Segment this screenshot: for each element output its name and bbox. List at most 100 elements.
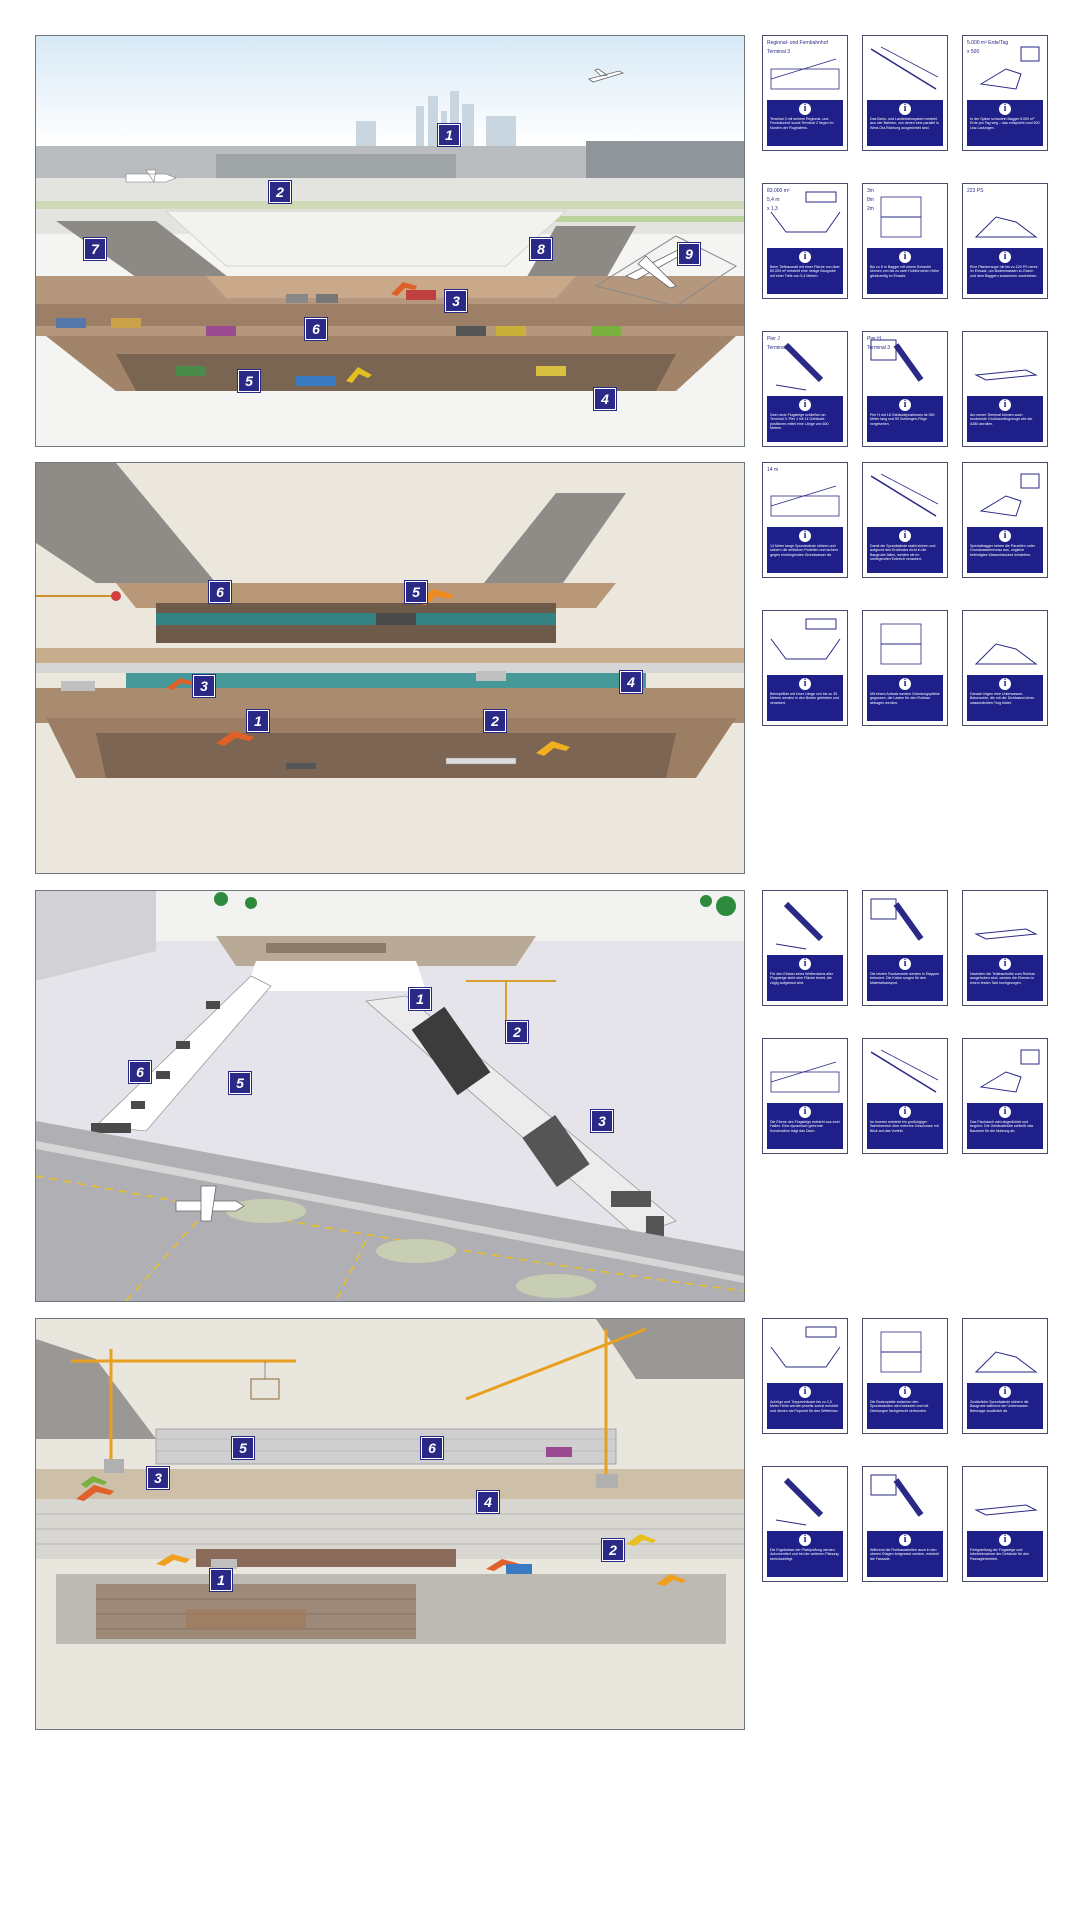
excavation-overview-scene xyxy=(36,36,744,446)
callout-badge[interactable]: 6 xyxy=(129,1061,151,1083)
pier-construction-scene xyxy=(36,891,744,1301)
callout-badge[interactable]: 2 xyxy=(484,710,506,732)
card-label: Terminal 3 xyxy=(867,345,891,351)
callout-badge[interactable]: 6 xyxy=(305,318,327,340)
info-icon: i xyxy=(899,678,911,690)
card-illustration xyxy=(770,618,841,660)
callout-badge[interactable]: 2 xyxy=(269,181,291,203)
callout-badge[interactable]: 2 xyxy=(506,1021,528,1043)
card-label: Pier J xyxy=(767,336,780,342)
callout-badge[interactable]: 6 xyxy=(209,581,231,603)
card-illustration xyxy=(870,1474,924,1517)
callout-badge[interactable]: 8 xyxy=(530,238,552,260)
callout-badge[interactable]: 9 xyxy=(678,243,700,265)
card-illustration xyxy=(979,1049,1040,1093)
info-text: Zusätzliche Spundwände sichern die Baugr… xyxy=(970,1400,1029,1413)
card-label: 14 m xyxy=(767,467,779,473)
info-text: Danach folgen eine Unterwasser-Betonsohl… xyxy=(970,692,1035,705)
callout-badge[interactable]: 5 xyxy=(232,1437,254,1459)
callout-badge[interactable]: 1 xyxy=(210,1569,232,1591)
card-label: Terminal 3 xyxy=(767,49,791,55)
card-label: Terminal 3 xyxy=(767,345,791,351)
info-icon: i xyxy=(999,251,1011,263)
callout-badge[interactable]: 2 xyxy=(602,1539,624,1561)
callout-badge[interactable]: 3 xyxy=(193,675,215,697)
callout-badge[interactable]: 5 xyxy=(229,1072,251,1094)
callout-badge[interactable]: 6 xyxy=(421,1437,443,1459)
info-icon: i xyxy=(799,1386,811,1398)
card-label: 8m xyxy=(867,197,874,203)
callout-badge[interactable]: 5 xyxy=(405,581,427,603)
callout-badge[interactable]: 3 xyxy=(591,1110,613,1132)
info-text: Die letzten Fundamente werden in Etappen… xyxy=(870,972,940,985)
callout-badge[interactable]: 5 xyxy=(238,370,260,392)
info-icon: i xyxy=(799,958,811,970)
callout-badge[interactable]: 4 xyxy=(594,388,616,410)
card-label: 223 PS xyxy=(967,188,984,194)
info-text: Mit einem Aufsatz werden Gründungspfähle… xyxy=(870,692,940,705)
callout-badge[interactable]: 4 xyxy=(477,1491,499,1513)
info-text: 14 Meter lange Spundwände stützen und si… xyxy=(770,544,839,557)
info-text: Terminal 3 mit seinem Regional- und Fern… xyxy=(770,117,834,130)
info-icon: i xyxy=(899,530,911,542)
info-icon: i xyxy=(799,1534,811,1546)
info-icon: i xyxy=(899,958,911,970)
info-text: Die Ebene des Flugsteigs entsteht aus zw… xyxy=(770,1120,840,1133)
callout-badge[interactable]: 1 xyxy=(438,124,460,146)
callout-badge[interactable]: 4 xyxy=(620,671,642,693)
info-text: Während die Rohbauarbeiten auch in den o… xyxy=(870,1548,939,1561)
callout-badge[interactable]: 1 xyxy=(409,988,431,1010)
info-icon: i xyxy=(799,103,811,115)
card-label: 83.000 m² xyxy=(767,188,790,194)
card-illustration xyxy=(870,473,939,517)
callout-badge[interactable]: 3 xyxy=(147,1467,169,1489)
info-icon: i xyxy=(999,678,1011,690)
card-label: x 1,3 xyxy=(767,206,778,212)
callout-badge[interactable]: 3 xyxy=(445,290,467,312)
card-illustration xyxy=(974,1504,1038,1516)
callout-badge[interactable]: 1 xyxy=(247,710,269,732)
callout-badge[interactable]: 7 xyxy=(84,238,106,260)
card-illustration xyxy=(770,485,840,517)
card-illustration xyxy=(974,928,1038,940)
